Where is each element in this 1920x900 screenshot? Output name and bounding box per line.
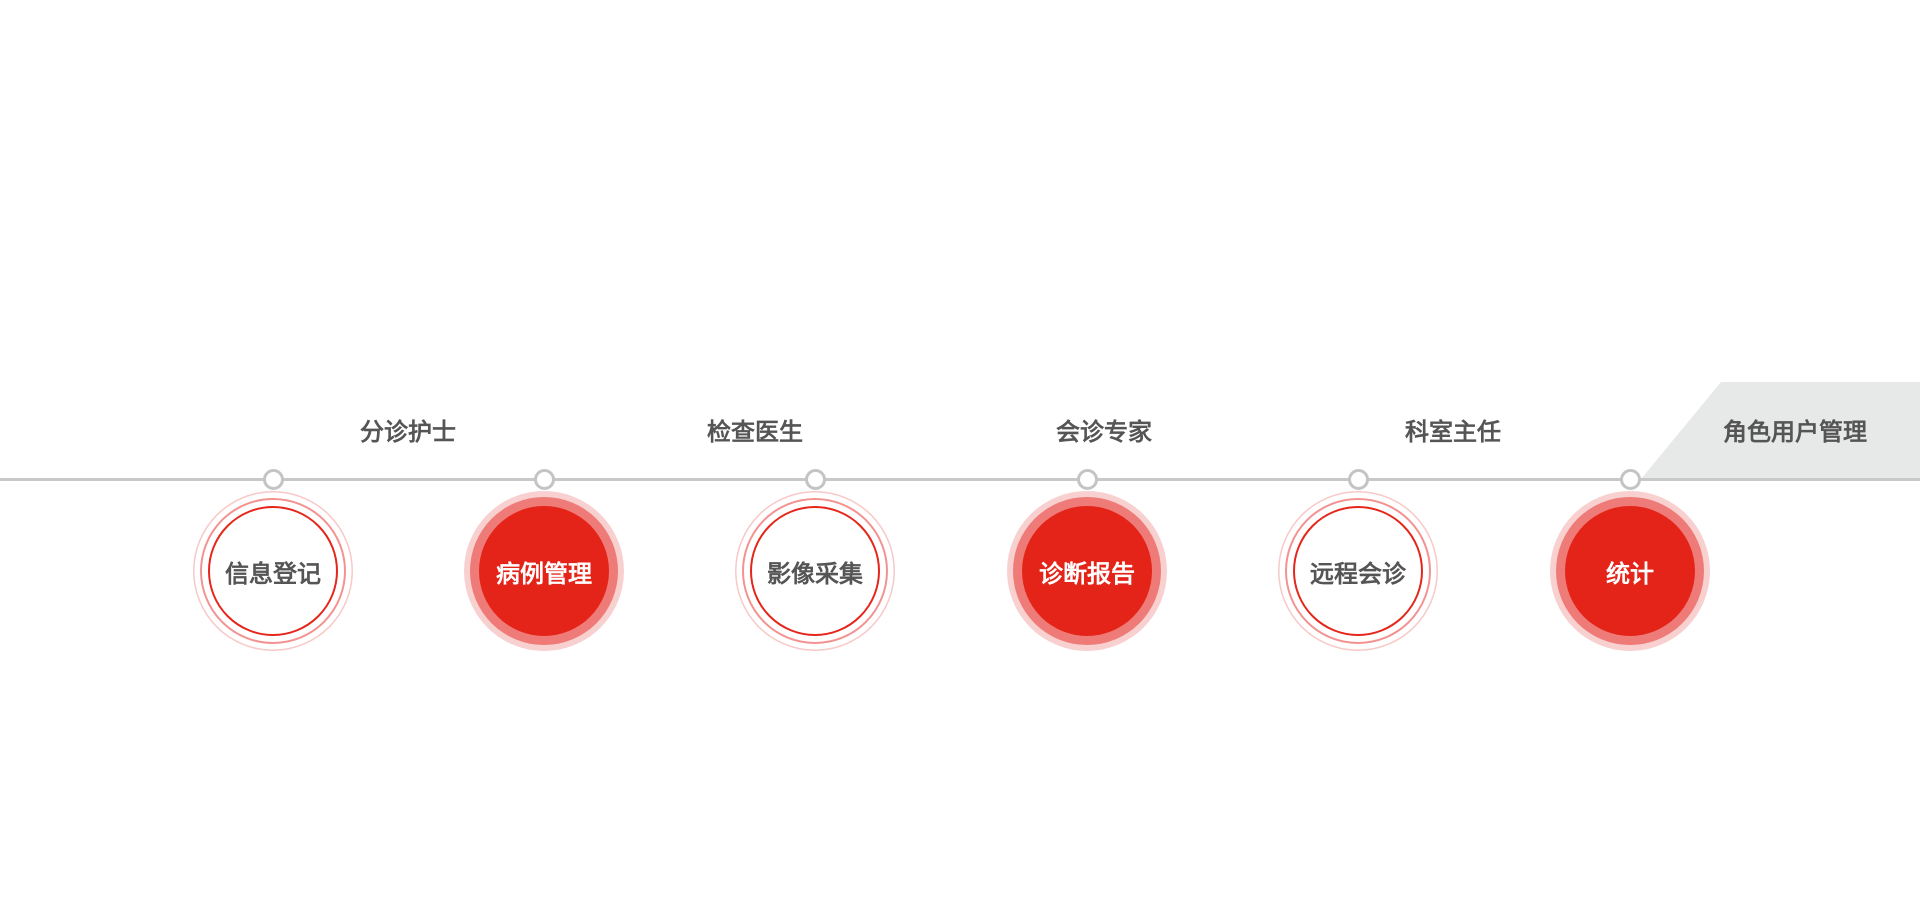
timeline-dot	[1077, 469, 1098, 490]
timeline-dot	[534, 469, 555, 490]
role-label-department-head: 科室主任	[1405, 418, 1501, 446]
timeline-dot	[1620, 469, 1641, 490]
role-label-exam-doctor: 检查医生	[707, 418, 803, 446]
step-label: 统计	[1606, 559, 1654, 588]
timeline-dot	[1348, 469, 1369, 490]
step-label: 病例管理	[496, 559, 592, 588]
role-user-management-label[interactable]: 角色用户管理	[1723, 418, 1867, 446]
step-diagnosis-report[interactable]: 诊断报告	[1007, 491, 1167, 651]
timeline-dot	[263, 469, 284, 490]
timeline-dot	[805, 469, 826, 490]
step-label: 信息登记	[225, 559, 321, 588]
step-case-management[interactable]: 病例管理	[464, 491, 624, 651]
role-label-consult-expert: 会诊专家	[1056, 418, 1152, 446]
step-image-capture[interactable]: 影像采集	[735, 491, 895, 651]
step-label: 远程会诊	[1310, 559, 1406, 588]
step-info-registration[interactable]: 信息登记	[193, 491, 353, 651]
step-label: 诊断报告	[1039, 559, 1135, 588]
step-statistics[interactable]: 统计	[1550, 491, 1710, 651]
step-remote-consultation[interactable]: 远程会诊	[1278, 491, 1438, 651]
step-label: 影像采集	[767, 559, 863, 588]
role-label-triage-nurse: 分诊护士	[360, 418, 456, 446]
timeline-line	[0, 478, 1920, 481]
